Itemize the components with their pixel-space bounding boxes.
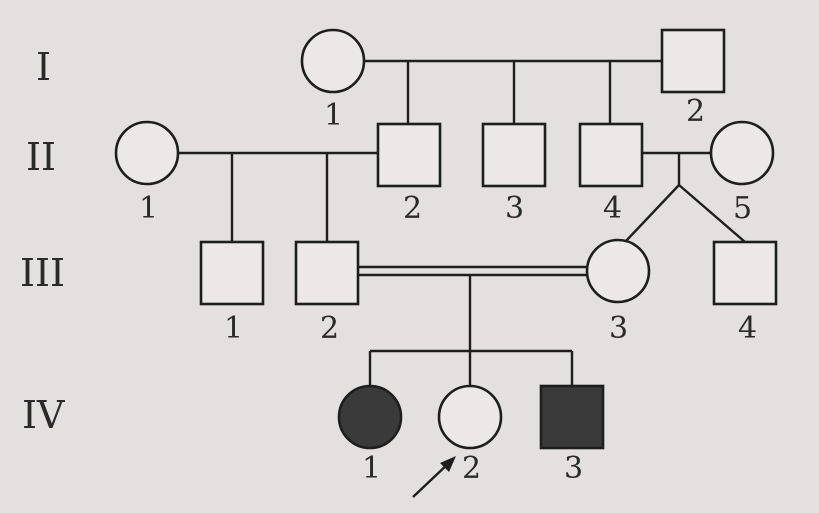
individual-II2-male [376,122,442,188]
individual-IV1-female-affected [337,384,403,450]
label-II1: 1 [139,191,158,226]
label-II4: 4 [603,191,622,226]
descent-line-III3 [624,184,680,243]
individual-II5-female [709,120,775,186]
generation-label-II: II [26,135,56,179]
generation-label-IV: IV [22,393,65,437]
label-II5: 5 [733,191,752,226]
label-III3: 3 [609,311,628,346]
individual-I1-female [300,28,366,94]
individual-IV3-male-affected [539,384,605,450]
generation-label-III: III [20,251,65,295]
individual-III3-female [585,238,651,304]
label-IV2: 2 [462,451,481,486]
individual-I2-male [660,28,726,94]
label-II3: 3 [505,191,524,226]
label-III2: 2 [320,311,339,346]
label-III1: 1 [224,311,243,346]
individual-IV2-female-proband [437,384,503,450]
proband-arrow-icon [412,456,456,498]
label-II2: 2 [403,191,422,226]
individual-III2-male [294,240,360,306]
label-IV3: 3 [564,451,583,486]
individual-II4-male [578,122,644,188]
generation-label-I: I [36,45,51,89]
label-III4: 4 [738,311,757,346]
descent-line-III4 [678,184,746,243]
label-I1: 1 [324,98,343,133]
individual-III1-male [199,240,265,306]
label-IV1: 1 [362,451,381,486]
label-I2: 2 [686,94,705,129]
individual-II1-female [114,120,180,186]
individual-III4-male [712,240,778,306]
individual-II3-male [481,122,547,188]
